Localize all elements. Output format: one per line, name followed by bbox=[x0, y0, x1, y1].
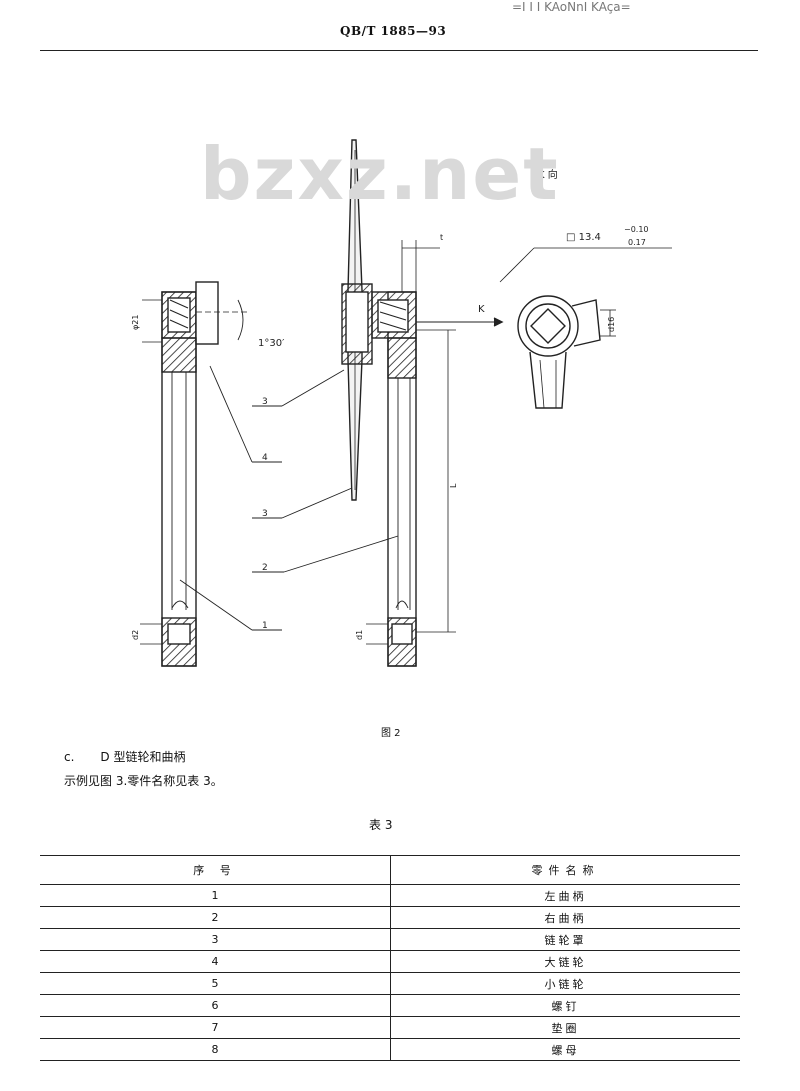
dim-d21-label: φ21 bbox=[131, 315, 140, 330]
square-spec: □ 13.4 bbox=[566, 232, 601, 243]
tolerance-lower: 0.17 bbox=[628, 238, 646, 247]
angle-label: 1°30′ bbox=[258, 338, 285, 349]
row-no: 4 bbox=[40, 950, 391, 973]
callout-3a: 3 bbox=[262, 509, 268, 519]
dim-l-label: L bbox=[449, 483, 458, 488]
row-no: 1 bbox=[40, 884, 391, 907]
k-view-detail bbox=[499, 247, 672, 409]
row-name: 大链轮 bbox=[390, 950, 740, 973]
row-name: 螺母 bbox=[390, 1038, 740, 1061]
row-name: 链轮罩 bbox=[390, 928, 740, 951]
header-rule bbox=[40, 50, 758, 51]
row-no: 5 bbox=[40, 972, 391, 995]
dim-d1-label: d1 bbox=[355, 630, 364, 640]
list-item-letter: c. bbox=[64, 750, 75, 764]
row-no: 6 bbox=[40, 994, 391, 1017]
dim-d2-label: d2 bbox=[131, 630, 140, 640]
tolerance-upper: −0.10 bbox=[624, 225, 649, 234]
row-no: 3 bbox=[40, 928, 391, 951]
header-part-name: 零件名称 bbox=[390, 855, 740, 885]
callout-1: 1 bbox=[262, 621, 268, 631]
figure-caption: 图 2 bbox=[381, 728, 401, 739]
list-item-c: c. D 型链轮和曲柄 bbox=[64, 748, 185, 765]
row-name: 垫圈 bbox=[390, 1016, 740, 1039]
standard-code: QB/T 1885—93 bbox=[340, 24, 447, 38]
watermark: bzxz.net bbox=[200, 132, 560, 216]
callout-3b: 3 bbox=[262, 397, 268, 407]
table-title: 表 3 bbox=[369, 818, 393, 832]
right-crank bbox=[366, 240, 504, 667]
row-name: 螺钉 bbox=[390, 994, 740, 1017]
row-no: 8 bbox=[40, 1038, 391, 1061]
header-corner-text: =I I I KAoNnI KAça= bbox=[512, 0, 631, 14]
row-no: 2 bbox=[40, 906, 391, 929]
left-crank bbox=[140, 281, 250, 667]
dim-d16-label: d16 bbox=[607, 317, 616, 332]
dim-t-label: t bbox=[440, 233, 443, 242]
example-paragraph: 示例见图 3.零件名称见表 3。 bbox=[64, 774, 223, 788]
chainring-profile bbox=[341, 139, 373, 501]
technical-drawing: K 向 □ 13.4 −0.10 0.17 K 1°30′ t φ21 d16 … bbox=[131, 139, 672, 667]
row-name: 右曲柄 bbox=[390, 906, 740, 929]
row-name: 左曲柄 bbox=[390, 884, 740, 907]
k-view-label: K 向 bbox=[538, 168, 558, 181]
row-name: 小链轮 bbox=[390, 972, 740, 995]
row-no: 7 bbox=[40, 1016, 391, 1039]
callout-2: 2 bbox=[262, 563, 268, 573]
callout-leaders bbox=[179, 365, 399, 631]
k-arrow-label: K bbox=[478, 304, 485, 315]
header-sequence-no: 序 号 bbox=[40, 855, 391, 885]
list-item-title: D 型链轮和曲柄 bbox=[100, 750, 186, 764]
callout-4: 4 bbox=[262, 453, 268, 463]
